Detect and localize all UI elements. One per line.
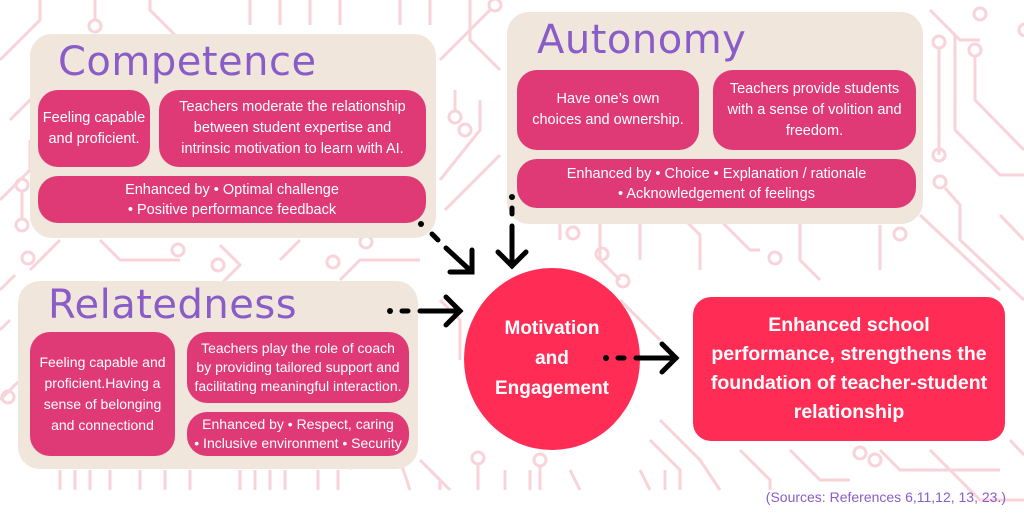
- autonomy-enhanced-line2: • Acknowledgement of feelings: [618, 185, 815, 202]
- center-line3: Engagement: [494, 378, 610, 399]
- sources-citation: (Sources: References 6,11,12, 13, 23.): [765, 489, 1006, 505]
- autonomy-enhanced-by: Enhanced by • Choice • Explanation / rat…: [517, 159, 916, 208]
- relatedness-feeling: Feeling capable and proficient.Having a …: [30, 332, 175, 456]
- competence-panel: Competence Feeling capable and proficien…: [30, 34, 436, 238]
- competence-teacher-role: Teachers moderate the relationship betwe…: [159, 90, 426, 167]
- autonomy-title: Autonomy: [537, 17, 747, 63]
- relatedness-enhanced-line2: • Inclusive environment • Security: [194, 435, 402, 451]
- competence-enhanced-line2: • Positive performance feedback: [127, 201, 337, 218]
- autonomy-enhanced-line1: Enhanced by • Choice • Explanation / rat…: [566, 165, 867, 182]
- relatedness-enhanced-by: Enhanced by • Respect, caring • Inclusiv…: [187, 412, 409, 456]
- competence-feeling: Feeling capable and proficient.: [38, 90, 150, 167]
- relatedness-title: Relatedness: [48, 282, 298, 328]
- autonomy-feeling: Have one’s own choices and ownership.: [517, 70, 699, 150]
- relatedness-enhanced-line1: Enhanced by • Respect, caring: [202, 416, 394, 432]
- competence-enhanced-line1: Enhanced by • Optimal challenge: [125, 181, 339, 198]
- relatedness-panel: Relatedness Feeling capable and proficie…: [18, 281, 418, 469]
- center-line1: Motivation: [504, 318, 600, 339]
- competence-title: Competence: [58, 39, 317, 85]
- relatedness-teacher-role: Teachers play the role of coach by provi…: [187, 332, 409, 403]
- motivation-engagement-circle: Motivation and Engagement: [464, 268, 640, 450]
- autonomy-panel: Autonomy Have one’s own choices and owne…: [507, 12, 923, 224]
- center-line2: and: [535, 348, 569, 369]
- outcome-box: Enhanced school performance, strengthens…: [693, 297, 1005, 441]
- competence-enhanced-by: Enhanced by • Optimal challenge • Positi…: [38, 176, 426, 223]
- autonomy-teacher-role: Teachers provide students with a sense o…: [713, 70, 916, 150]
